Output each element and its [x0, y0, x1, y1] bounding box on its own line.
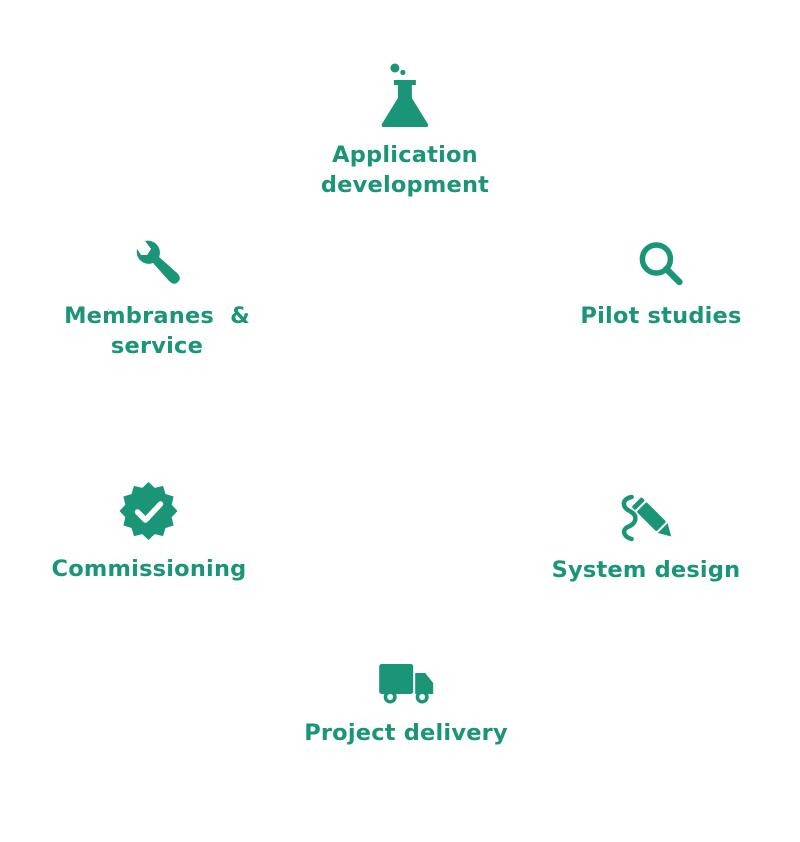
step-label: Pilot studies	[580, 303, 742, 329]
verified-badge-icon	[117, 478, 181, 542]
design-pencil-icon	[614, 487, 678, 543]
step-system-design: System design	[552, 487, 741, 585]
wrench-icon	[125, 231, 189, 289]
step-project-delivery: Project delivery	[304, 646, 508, 748]
flask-icon	[373, 60, 437, 128]
step-commissioning: Commissioning	[52, 478, 247, 584]
step-label: System design	[551, 557, 741, 583]
truck-icon	[374, 646, 438, 706]
step-application-development: Application development	[321, 60, 489, 200]
step-label: Project delivery	[304, 720, 508, 746]
step-label: Membranes & service	[64, 303, 250, 359]
step-label: Application development	[320, 142, 490, 198]
step-pilot-studies: Pilot studies	[580, 233, 741, 331]
magnifier-icon	[629, 233, 693, 289]
step-label: Commissioning	[51, 556, 247, 582]
step-membranes-service: Membranes & service	[64, 231, 250, 361]
